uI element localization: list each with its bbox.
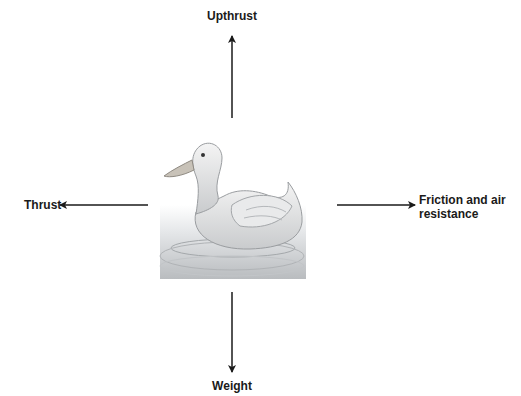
force-arrows (60, 36, 415, 372)
force-label: Thrust (24, 198, 61, 212)
force-label: Weight (212, 379, 252, 393)
force-label: Upthrust (207, 9, 257, 23)
duck-illustration (160, 143, 306, 279)
force-label: Friction and air resistance (419, 193, 517, 221)
